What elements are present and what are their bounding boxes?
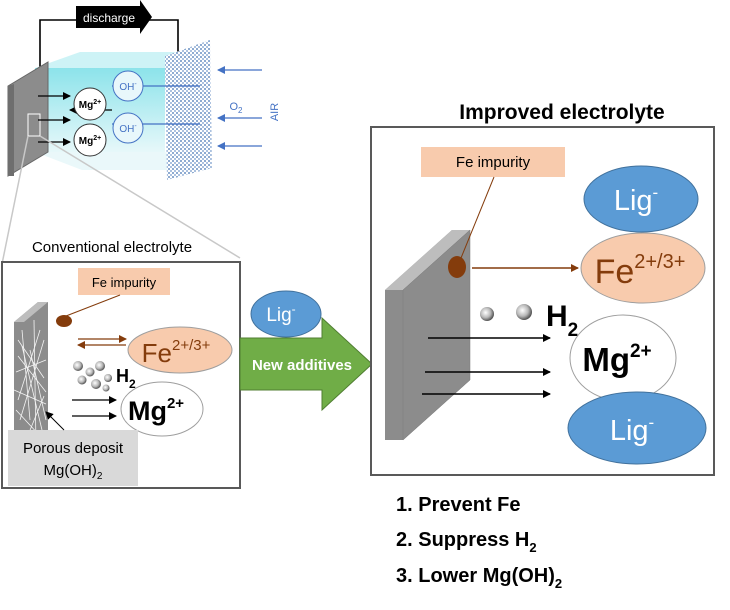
benefit-item: 3. Lower Mg(OH)2 bbox=[396, 565, 562, 591]
porous-deposit-label: Porous deposit bbox=[23, 440, 124, 457]
improved-fe-ion-label: Fe2+/3+ bbox=[595, 251, 686, 291]
oh-ion-top: OH- bbox=[112, 70, 144, 102]
mg-ion-ellipse bbox=[120, 381, 204, 437]
conventional-panel: Conventional electrolyte Fe impurity Fe2… bbox=[1, 239, 241, 489]
battery-illustration: discharge Mg2+ Mg2+ OH- bbox=[7, 0, 281, 180]
discharge-label: discharge bbox=[83, 11, 135, 25]
mg-anode-edge bbox=[8, 84, 14, 176]
zoom-line-left bbox=[1, 135, 29, 265]
improved-fe-impurity-label-box bbox=[421, 147, 565, 177]
benefits-list: 1. Prevent Fe 2. Suppress H2 3. Lower Mg… bbox=[396, 494, 562, 591]
mg-ion-label: Mg2+ bbox=[128, 395, 184, 426]
mg-ion-bottom: Mg2+ bbox=[73, 123, 107, 157]
conventional-electrode-top bbox=[14, 302, 48, 322]
lig-additive-ellipse bbox=[250, 290, 322, 338]
air-label: AIR bbox=[269, 103, 281, 121]
air-cathode-mesh bbox=[165, 40, 212, 180]
improved-h2-bubbles bbox=[480, 304, 532, 321]
lig-label-bottom: Lig- bbox=[610, 413, 654, 447]
porous-deposit-formula: Mg(OH)2 bbox=[44, 462, 103, 482]
fe-impurity-pointer bbox=[65, 294, 121, 317]
improved-fe-pointer bbox=[460, 176, 495, 259]
h2-bubbles bbox=[73, 361, 112, 392]
improved-fe-ion-ellipse bbox=[580, 232, 706, 304]
porous-deposit-fibers bbox=[13, 319, 47, 447]
zoom-line-right bbox=[39, 135, 241, 259]
benefit-item: 1. Prevent Fe bbox=[396, 494, 521, 516]
improved-electrode-top bbox=[385, 230, 470, 290]
zoom-region-marker bbox=[27, 113, 41, 137]
lig-ellipse-top bbox=[583, 165, 699, 233]
lig-ellipse-bottom bbox=[567, 391, 707, 465]
new-additives-arrow bbox=[239, 316, 373, 412]
fe-impurity-label-box bbox=[78, 268, 170, 295]
fe-impurity-label: Fe impurity bbox=[92, 275, 157, 290]
oh-ion-bottom: OH- bbox=[112, 112, 144, 144]
svg-text:Mg2+: Mg2+ bbox=[79, 135, 101, 147]
improved-title: Improved electrolyte bbox=[459, 101, 664, 124]
new-additives-label: New additives bbox=[252, 357, 352, 374]
additive-section: Lig- New additives bbox=[239, 290, 373, 412]
svg-text:OH-: OH- bbox=[119, 81, 137, 93]
improved-h2-label: H2 bbox=[546, 300, 578, 341]
improved-fe-impurity-dot bbox=[448, 256, 466, 278]
lig-label-top: Lig- bbox=[614, 183, 658, 217]
svg-text:OH-: OH- bbox=[119, 123, 137, 135]
improved-panel: Improved electrolyte Fe impurity H2 Lig-… bbox=[370, 101, 715, 476]
fe-impurity-dot bbox=[56, 315, 72, 327]
benefit-item: 2. Suppress H2 bbox=[396, 529, 537, 555]
porous-deposit-label-box bbox=[8, 430, 138, 486]
electrolyte-bottom bbox=[35, 152, 210, 170]
discharge-arrow bbox=[76, 0, 152, 34]
improved-mg-ion-label: Mg2+ bbox=[582, 341, 651, 378]
o2-label: O2 bbox=[229, 101, 243, 115]
svg-text:Mg2+: Mg2+ bbox=[79, 99, 101, 111]
improved-fe-impurity-label: Fe impurity bbox=[456, 154, 531, 171]
fe-ion-label: Fe2+/3+ bbox=[142, 337, 211, 368]
lig-additive-label: Lig- bbox=[266, 302, 295, 326]
fe-ion-ellipse bbox=[127, 326, 233, 374]
deposit-pointer bbox=[45, 411, 65, 431]
mg-ion-top: Mg2+ bbox=[73, 87, 107, 121]
h2-label: H2 bbox=[116, 366, 136, 391]
conventional-title: Conventional electrolyte bbox=[32, 239, 192, 256]
